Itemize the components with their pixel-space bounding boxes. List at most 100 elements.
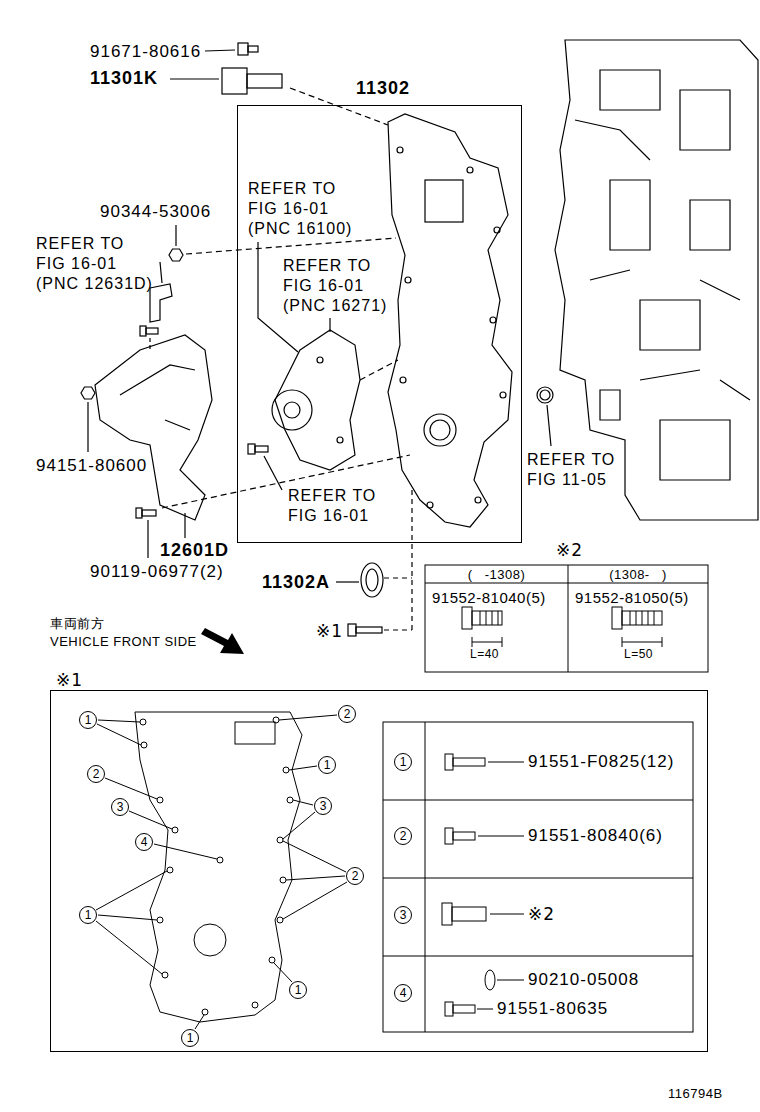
shield-line [87, 402, 88, 452]
callout-number: 2 [338, 705, 356, 723]
shield-line [140, 326, 146, 336]
cover-outline-line [252, 1002, 258, 1008]
label-slot: 2 [338, 705, 356, 723]
label-slot: ※1 [56, 670, 83, 690]
detail-table-line [453, 758, 485, 766]
detail-table-line [490, 914, 524, 915]
bolt-table-line [472, 611, 502, 625]
part-number: 11302A [262, 572, 330, 592]
label-slot: 94151-80600 [36, 456, 147, 476]
timing-cover-line [467, 167, 473, 173]
shield-line [146, 328, 158, 334]
part-number: 94151-80600 [36, 456, 147, 476]
timing-cover-line [425, 180, 463, 222]
callout-number: 1 [181, 1029, 199, 1047]
table-cell: (1308- ) [568, 567, 708, 583]
water-pump-line [329, 318, 330, 332]
engine-block-line [537, 387, 553, 403]
reference-note: REFER TO FIG 16-01 (PNC 12631D) [36, 234, 156, 294]
shield-line [120, 365, 195, 430]
detail-table-line [383, 800, 693, 801]
cover-outline-line [194, 924, 226, 956]
callout-number: 2 [346, 867, 364, 885]
detail-table-line [452, 907, 486, 921]
water-pump-line [248, 444, 255, 454]
shield-line [160, 262, 162, 283]
label-slot: 2 [346, 867, 364, 885]
detail-table-line [478, 836, 524, 837]
table-cell: 91552-81040(5) [432, 588, 546, 608]
oil-seal-line [384, 577, 412, 578]
cover-outline-line [269, 957, 275, 963]
label-slot: 91671-80616 [90, 42, 201, 62]
cover-outline-line [162, 972, 168, 978]
detail-table-line [383, 878, 693, 879]
part-number: 91551-80635 [497, 999, 608, 1019]
bolt-table-line [425, 565, 708, 672]
label-slot: 1 [181, 1029, 199, 1047]
water-pump-line [317, 357, 323, 363]
detail-table [383, 722, 693, 1032]
label-slot: 3 [394, 906, 412, 924]
callout-number: 2 [87, 765, 105, 783]
detail-table-line [497, 980, 524, 981]
cover-outline-line [277, 917, 283, 923]
cover-outline-line [273, 717, 279, 723]
direction-note: VEHICLE FRONT SIDE [50, 634, 197, 650]
detail-table-line [425, 722, 426, 1032]
cover-outline-line [140, 719, 146, 725]
label-slot: 91552-81040(5) [432, 588, 546, 608]
detail-table-line [485, 970, 495, 990]
note-mark: ※1 [56, 670, 83, 690]
detail-table-line [383, 956, 693, 957]
label-slot: VEHICLE FRONT SIDE [50, 634, 197, 650]
water-pump-line [284, 402, 300, 418]
shield-line [184, 513, 185, 538]
timing-cover-line [405, 277, 411, 283]
timing-cover-line [400, 377, 406, 383]
callout-number: 2 [394, 827, 412, 845]
dimension: L=50 [624, 647, 653, 661]
timing-cover-line [388, 114, 512, 527]
detail-table-line [488, 762, 524, 763]
oil-seal-line [336, 581, 359, 582]
callout-number: 1 [289, 981, 307, 999]
cover-outline-line [283, 767, 289, 773]
detail-table-line [453, 832, 475, 840]
detail-table-line [453, 1005, 475, 1013]
label-slot: 車両前方 [50, 616, 104, 632]
callout-number: 1 [318, 756, 336, 774]
label-slot: REFER TO FIG 11-05 [527, 450, 627, 490]
table-cell: ( -1308) [425, 567, 568, 583]
oil-seal-line [348, 624, 356, 636]
shield-line [136, 508, 142, 518]
engine-block-line [540, 390, 550, 400]
shield-line [149, 338, 150, 352]
label-slot: 1 [79, 711, 97, 729]
shield-line [150, 284, 172, 322]
timing-cover-line [490, 317, 496, 323]
oil-seal-line [366, 569, 378, 591]
timing-cover-line [494, 227, 500, 233]
figure-number: 116794B [668, 1086, 723, 1102]
part-number: 91671-80616 [90, 42, 201, 62]
label-slot: ( -1308) [425, 567, 568, 583]
direction-note: 車両前方 [50, 616, 104, 632]
callout-number: 3 [394, 906, 412, 924]
water-pump-line [264, 456, 282, 490]
callout-number: 4 [394, 984, 412, 1002]
detail-table-line [383, 722, 693, 1032]
detail-table-line [445, 1002, 453, 1016]
label-slot: 91551-80840(6) [528, 826, 663, 846]
label-slot: REFER TO FIG 16-01 (PNC 12631D) [36, 234, 156, 294]
engine-block-line [547, 405, 551, 446]
cover-outline-line [157, 917, 163, 923]
cover-outline-line [280, 877, 286, 883]
label-slot: 91551-F0825(12) [528, 752, 674, 772]
label-slot: 4 [135, 833, 153, 851]
bolt-table-line [472, 637, 502, 647]
cam-sensor-line [247, 74, 282, 88]
label-slot: REFER TO FIG 16-01 (PNC 16100) [248, 179, 368, 239]
bolt-table-line [630, 611, 654, 625]
